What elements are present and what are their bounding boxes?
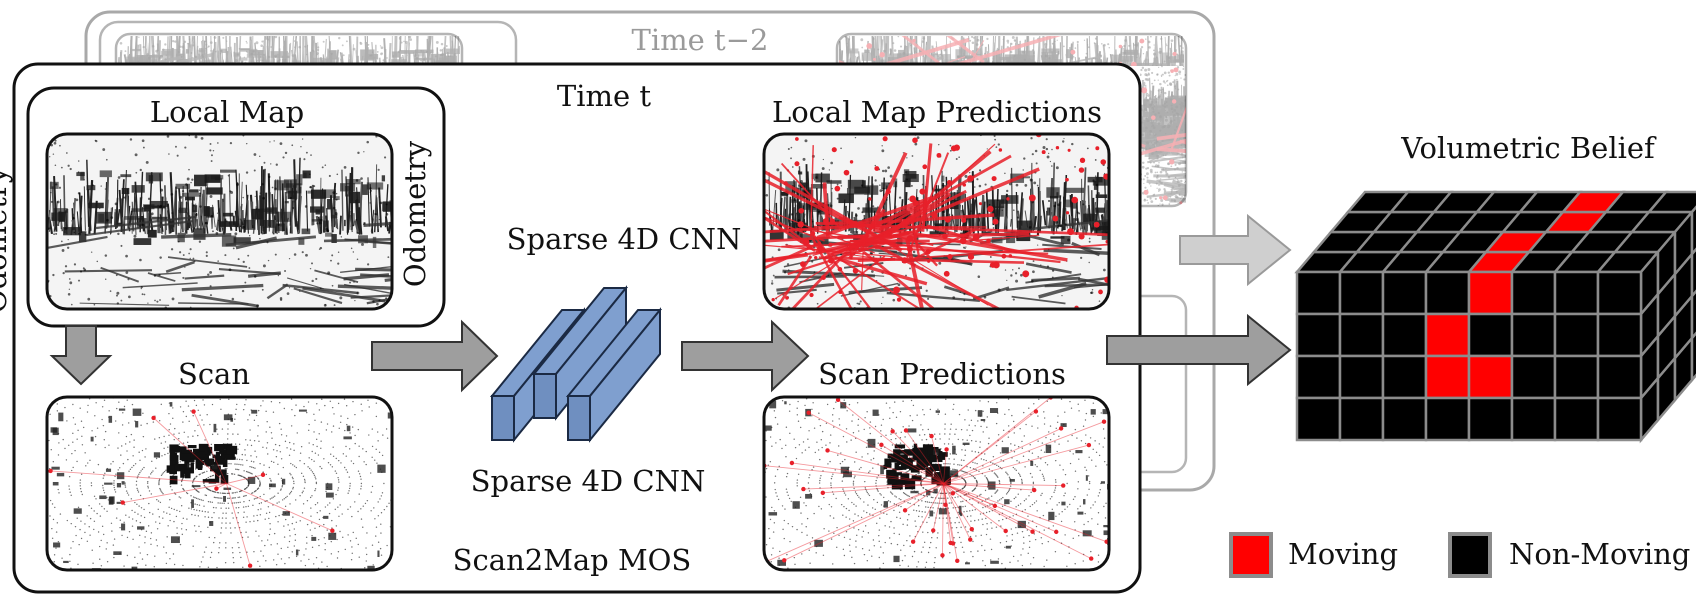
scan-predictions-frame — [762, 395, 1111, 572]
local-map-title: Local Map — [150, 95, 304, 129]
legend-label-moving: Moving — [1288, 537, 1398, 571]
volumetric-belief-grid — [1294, 190, 1696, 444]
scan-predictions-image — [764, 397, 1109, 570]
belief-arrow-previous — [1179, 213, 1292, 287]
cnn-label-top: Sparse 4D CNN — [507, 222, 742, 256]
legend: Moving Non-Moving — [1229, 532, 1690, 578]
local-map-image-frame — [45, 132, 394, 311]
input-arrow — [371, 319, 499, 393]
front-frame-title: Time t — [557, 79, 651, 113]
local-map-image — [47, 134, 392, 309]
back-predictions-right-strip — [1140, 66, 1186, 206]
odometry-down-arrow — [49, 325, 113, 386]
belief-arrow-current — [1106, 313, 1292, 387]
sparse-4d-cnn-blocks — [489, 285, 663, 443]
legend-label-nonmoving: Non-Moving — [1509, 537, 1690, 571]
local-map-predictions-image — [764, 134, 1109, 309]
local-map-predictions-title: Local Map Predictions — [772, 95, 1102, 129]
cnn-label-bottom: Sparse 4D CNN — [471, 464, 706, 498]
scan-image-frame — [45, 395, 394, 572]
scan-title: Scan — [178, 357, 250, 391]
back-frame-title: Time t−2 — [632, 23, 769, 57]
belief-title: Volumetric Belief — [1400, 131, 1657, 165]
local-map-predictions-frame — [762, 132, 1111, 311]
scan-predictions-title: Scan Predictions — [818, 357, 1066, 391]
pipeline-name: Scan2Map MOS — [453, 543, 692, 577]
scan-image — [47, 397, 392, 570]
output-arrow — [681, 319, 810, 393]
outer-odometry-label: Odometry — [0, 166, 13, 313]
legend-swatch-nonmoving — [1448, 532, 1492, 578]
legend-swatch-moving — [1229, 532, 1273, 578]
odometry-label: Odometry — [398, 140, 432, 287]
